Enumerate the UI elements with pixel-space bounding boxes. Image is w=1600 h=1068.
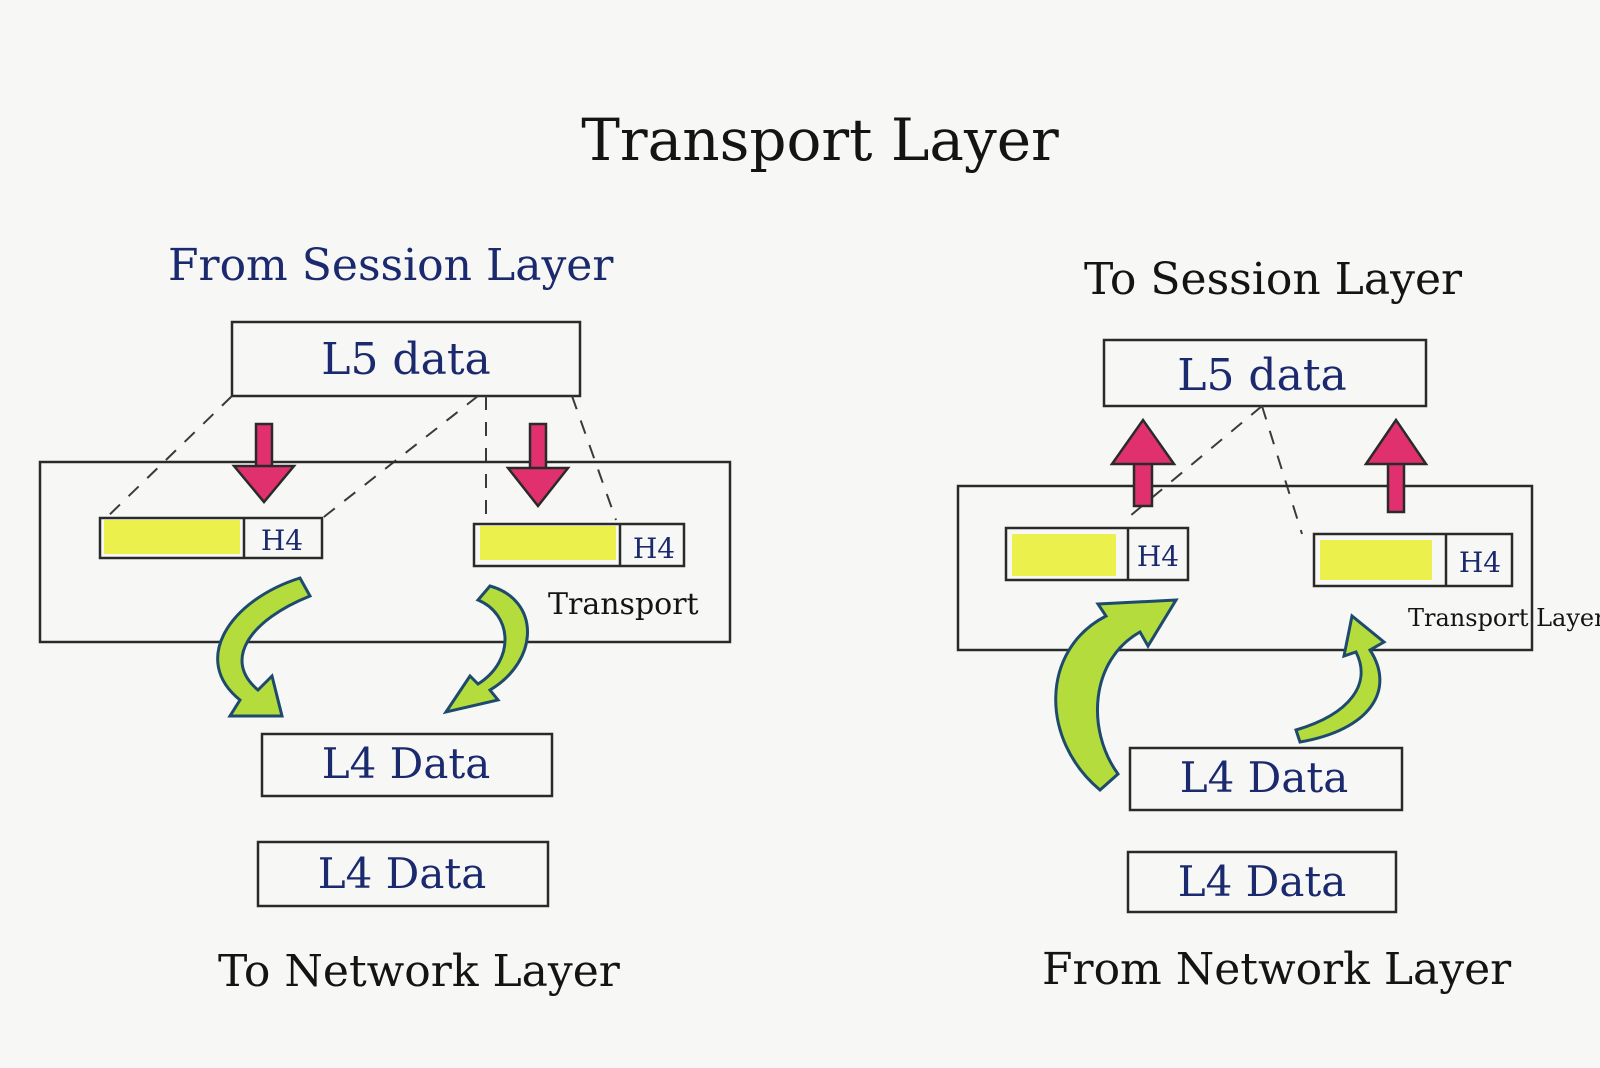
right-segment-1: H4 (1004, 526, 1190, 582)
left-top-label: From Session Layer (168, 240, 614, 291)
left-l4-data-box-1 (260, 732, 554, 798)
right-l4-data-box-2 (1126, 850, 1398, 914)
right-curved-arrow-2 (1294, 613, 1387, 744)
right-curved-arrow-1 (1054, 598, 1179, 792)
right-l4-data-text-1: L4 Data (1180, 753, 1349, 802)
right-top-label: To Session Layer (1084, 254, 1463, 305)
left-l5-data-box (230, 320, 582, 398)
left-transport-box (38, 460, 732, 644)
left-segment-2-header: H4 (633, 532, 675, 565)
left-segment-1: H4 (98, 516, 324, 560)
right-segment-1-header: H4 (1137, 540, 1179, 573)
right-l5-data-text: L5 data (1177, 350, 1347, 401)
left-down-arrow-2 (505, 422, 571, 509)
left-curved-arrow-1 (216, 576, 313, 718)
left-l4-data-box-2 (256, 840, 550, 908)
left-bottom-label: To Network Layer (218, 946, 621, 997)
right-transport-tag: Transport Layer (1408, 604, 1600, 632)
right-panel: To Session Layer L5 data H4 H4 (956, 254, 1600, 995)
left-segment-1-header: H4 (261, 524, 303, 557)
right-l5-data-box (1102, 338, 1428, 408)
right-l4-data-box-1 (1128, 746, 1404, 812)
left-split-line-1 (103, 395, 233, 521)
right-up-arrow-2 (1363, 417, 1429, 514)
left-l4-data-text-2: L4 Data (318, 849, 487, 898)
left-down-arrow-1 (231, 422, 297, 504)
left-segment-2: H4 (472, 522, 686, 568)
left-l5-data-text: L5 data (321, 334, 491, 385)
right-transport-box (956, 484, 1534, 652)
diagram-title: Transport Layer (581, 106, 1059, 174)
left-transport-tag: Transport (548, 587, 699, 622)
right-up-arrow-1 (1109, 417, 1177, 508)
left-l4-data-text-1: L4 Data (322, 739, 491, 788)
left-curved-arrow-2 (442, 584, 529, 715)
right-bottom-label: From Network Layer (1042, 944, 1512, 995)
left-panel: From Session Layer L5 data H4 (38, 240, 732, 997)
right-split-line-2 (1261, 405, 1303, 535)
right-l4-data-text-2: L4 Data (1178, 857, 1347, 906)
right-segment-2-header: H4 (1459, 546, 1501, 579)
left-split-line-4 (571, 395, 617, 521)
right-segment-2: H4 (1312, 532, 1514, 588)
left-split-line-2 (319, 395, 479, 521)
